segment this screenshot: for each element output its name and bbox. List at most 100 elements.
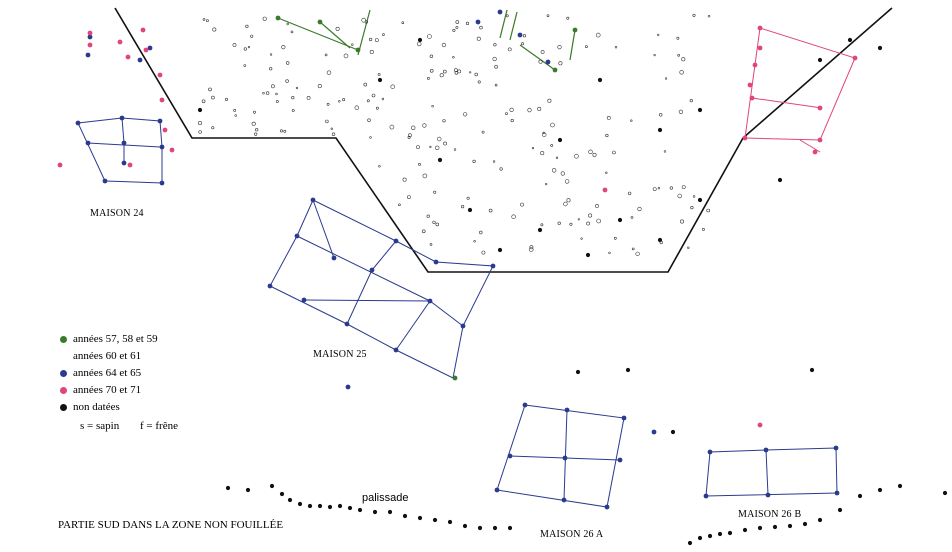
post-hole	[757, 422, 763, 428]
field-mark	[343, 53, 349, 59]
post-hole	[657, 127, 663, 133]
post-hole	[572, 27, 578, 33]
field-mark	[679, 219, 684, 224]
post-hole	[462, 523, 468, 529]
field-mark	[557, 221, 561, 225]
field-mark	[338, 100, 341, 103]
legend-label: années 60 et 61	[73, 350, 142, 362]
field-mark	[627, 191, 632, 196]
post-hole	[492, 525, 498, 531]
field-mark	[577, 218, 580, 221]
field-mark	[520, 202, 524, 207]
post-hole	[159, 144, 165, 150]
field-mark	[245, 24, 249, 29]
field-mark	[275, 92, 278, 96]
field-mark	[211, 126, 215, 130]
legend-item-undated: non datées	[60, 401, 120, 413]
post-hole	[197, 107, 203, 113]
post-hole	[834, 490, 840, 496]
legend-swatch-pink	[60, 386, 67, 394]
legend-label: années 57, 58 et 59	[73, 333, 158, 345]
post-hole	[772, 524, 778, 530]
post-hole	[402, 513, 408, 519]
field-mark	[211, 95, 215, 100]
post-hole	[357, 507, 363, 513]
field-mark	[429, 69, 434, 73]
post-hole	[742, 135, 748, 141]
field-mark	[285, 79, 289, 83]
post-hole	[617, 457, 623, 463]
field-mark	[265, 91, 270, 95]
post-hole	[707, 449, 713, 455]
legend-sapin: s = sapin	[80, 420, 120, 432]
field-mark	[653, 53, 656, 57]
post-hole	[245, 487, 251, 493]
legend-swatch-blue	[60, 369, 67, 377]
field-mark	[262, 16, 267, 21]
post-hole	[377, 77, 383, 83]
post-hole	[757, 45, 763, 51]
post-hole	[852, 55, 858, 61]
field-mark	[431, 104, 434, 108]
post-hole	[942, 490, 948, 496]
post-hole	[427, 298, 433, 304]
field-mark	[233, 109, 237, 112]
field-mark	[243, 47, 247, 51]
field-mark	[426, 77, 430, 80]
post-hole	[877, 487, 883, 493]
field-mark	[378, 165, 381, 168]
post-hole	[143, 47, 149, 53]
post-hole	[417, 37, 423, 43]
field-mark	[454, 71, 459, 75]
field-mark	[529, 245, 534, 250]
post-hole	[275, 15, 281, 21]
field-mark	[374, 38, 379, 43]
field-mark	[369, 49, 374, 54]
field-mark	[588, 213, 593, 218]
post-hole	[897, 483, 903, 489]
post-hole	[604, 504, 610, 510]
field-mark	[522, 34, 527, 38]
field-mark	[201, 99, 206, 104]
post-hole	[169, 147, 175, 153]
field-mark	[569, 222, 573, 226]
post-hole	[87, 30, 93, 36]
post-hole	[707, 533, 713, 539]
south-zone-label: PARTIE SUD DANS LA ZONE NON FOUILLÉE	[58, 519, 284, 531]
field-mark	[331, 132, 336, 136]
post-hole	[497, 9, 503, 15]
field-mark	[225, 97, 229, 101]
field-mark	[429, 243, 433, 246]
field-mark	[198, 130, 202, 134]
field-mark	[676, 36, 680, 40]
field-mark	[251, 121, 256, 126]
field-mark	[677, 53, 681, 57]
post-hole	[372, 509, 378, 515]
field-mark	[596, 218, 602, 224]
post-hole	[763, 447, 769, 453]
post-hole	[837, 507, 843, 513]
field-mark	[681, 185, 686, 190]
field-mark	[250, 34, 254, 38]
field-mark	[605, 133, 609, 138]
post-hole	[562, 455, 568, 461]
field-mark	[382, 33, 385, 36]
field-mark	[212, 27, 217, 32]
field-mark	[531, 147, 535, 150]
field-mark	[202, 18, 206, 21]
field-mark	[580, 237, 583, 240]
field-mark	[418, 162, 421, 166]
post-hole	[121, 140, 127, 146]
maison-26b-structure	[705, 447, 838, 497]
field-mark	[541, 132, 547, 137]
field-mark	[509, 107, 514, 112]
field-mark	[494, 83, 498, 87]
field-mark	[538, 59, 543, 64]
field-mark	[407, 133, 412, 138]
post-hole	[749, 95, 755, 101]
legend-label: non datées	[73, 401, 120, 413]
field-mark	[317, 84, 322, 89]
field-mark	[466, 196, 470, 200]
field-mark	[499, 167, 503, 171]
field-mark	[232, 43, 237, 47]
